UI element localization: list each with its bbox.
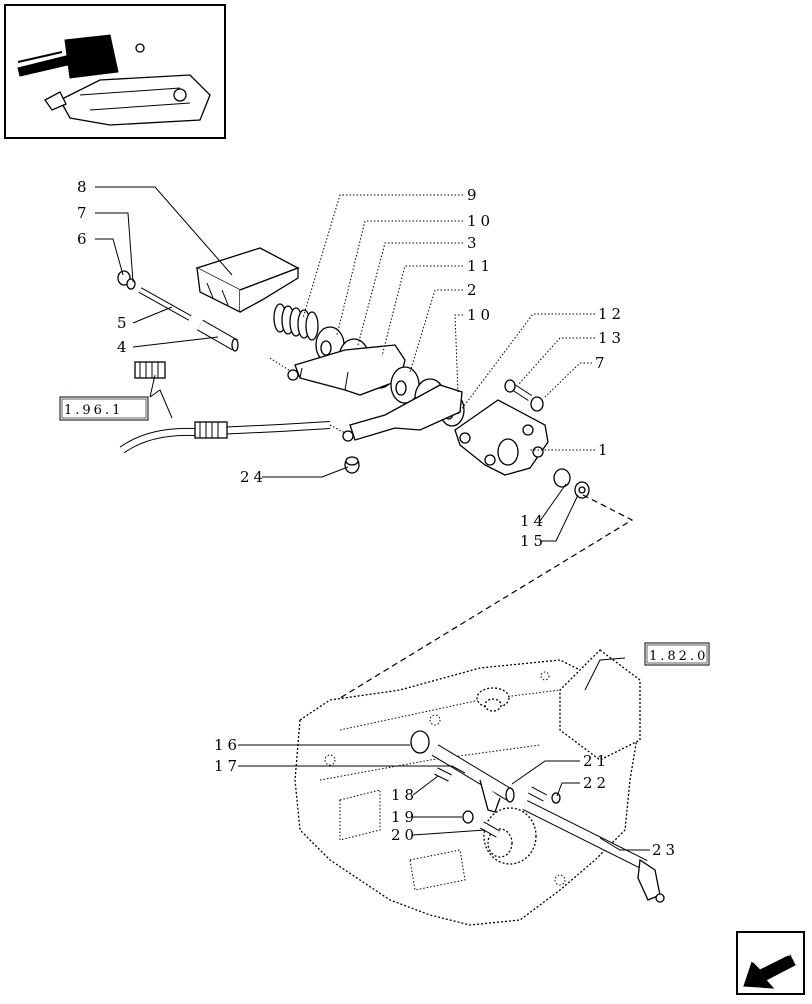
label-2: 2 — [467, 281, 481, 299]
leader-lines — [95, 186, 650, 851]
lift-assembly-thumbnail-icon[interactable] — [4, 4, 226, 139]
part-6-7-nut — [117, 270, 136, 290]
label-24: 24 — [240, 468, 267, 486]
label-22: 22 — [583, 774, 610, 792]
part-5-rod — [138, 287, 192, 321]
part-1-support — [454, 399, 549, 476]
label-21: 21 — [583, 752, 610, 770]
label-19: 19 — [391, 808, 418, 826]
label-7: 7 — [77, 204, 91, 222]
part-23-lever — [522, 800, 665, 903]
label-3: 3 — [467, 234, 481, 252]
part-4-sleeve — [197, 319, 239, 352]
control-cables — [63, 355, 354, 454]
reference-box-1-96-1[interactable] — [59, 396, 149, 421]
label-6: 6 — [77, 230, 91, 248]
part-12-13-screw — [504, 379, 544, 412]
label-10-upper: 10 — [467, 212, 494, 230]
label-8: 8 — [77, 178, 91, 196]
label-23: 23 — [652, 841, 679, 859]
part-14-15-clip — [553, 468, 590, 499]
reference-label-1-82-0: 1.82.0 — [649, 649, 708, 664]
part-3-bracket — [294, 344, 406, 396]
part-18-19-20-pins — [434, 767, 500, 838]
label-5: 5 — [117, 314, 131, 332]
part-8-cover — [195, 247, 300, 314]
label-11: 11 — [467, 257, 494, 275]
label-9: 9 — [467, 186, 481, 204]
part-2-bracket — [349, 384, 463, 441]
label-20: 20 — [391, 826, 418, 844]
part-16-17-shaft — [410, 730, 515, 813]
label-15: 15 — [520, 532, 547, 550]
label-18: 18 — [391, 786, 418, 804]
part-24-bush — [344, 456, 360, 474]
part-9-spring — [273, 303, 319, 341]
label-14: 14 — [520, 512, 547, 530]
label-10-lower: 10 — [467, 306, 494, 324]
reference-box-1-82-0[interactable] — [644, 642, 710, 666]
next-page-arrow-icon[interactable] — [736, 931, 805, 995]
label-13: 13 — [598, 329, 625, 347]
reference-label-1-96-1: 1.96.1 — [64, 403, 123, 418]
lift-housing — [294, 649, 641, 926]
label-12: 12 — [598, 305, 625, 323]
label-4: 4 — [117, 338, 131, 356]
label-1: 1 — [598, 441, 612, 459]
part-21-22-pins — [528, 786, 561, 804]
label-17: 17 — [214, 757, 241, 775]
label-7-right: 7 — [595, 354, 609, 372]
label-16: 16 — [214, 736, 241, 754]
